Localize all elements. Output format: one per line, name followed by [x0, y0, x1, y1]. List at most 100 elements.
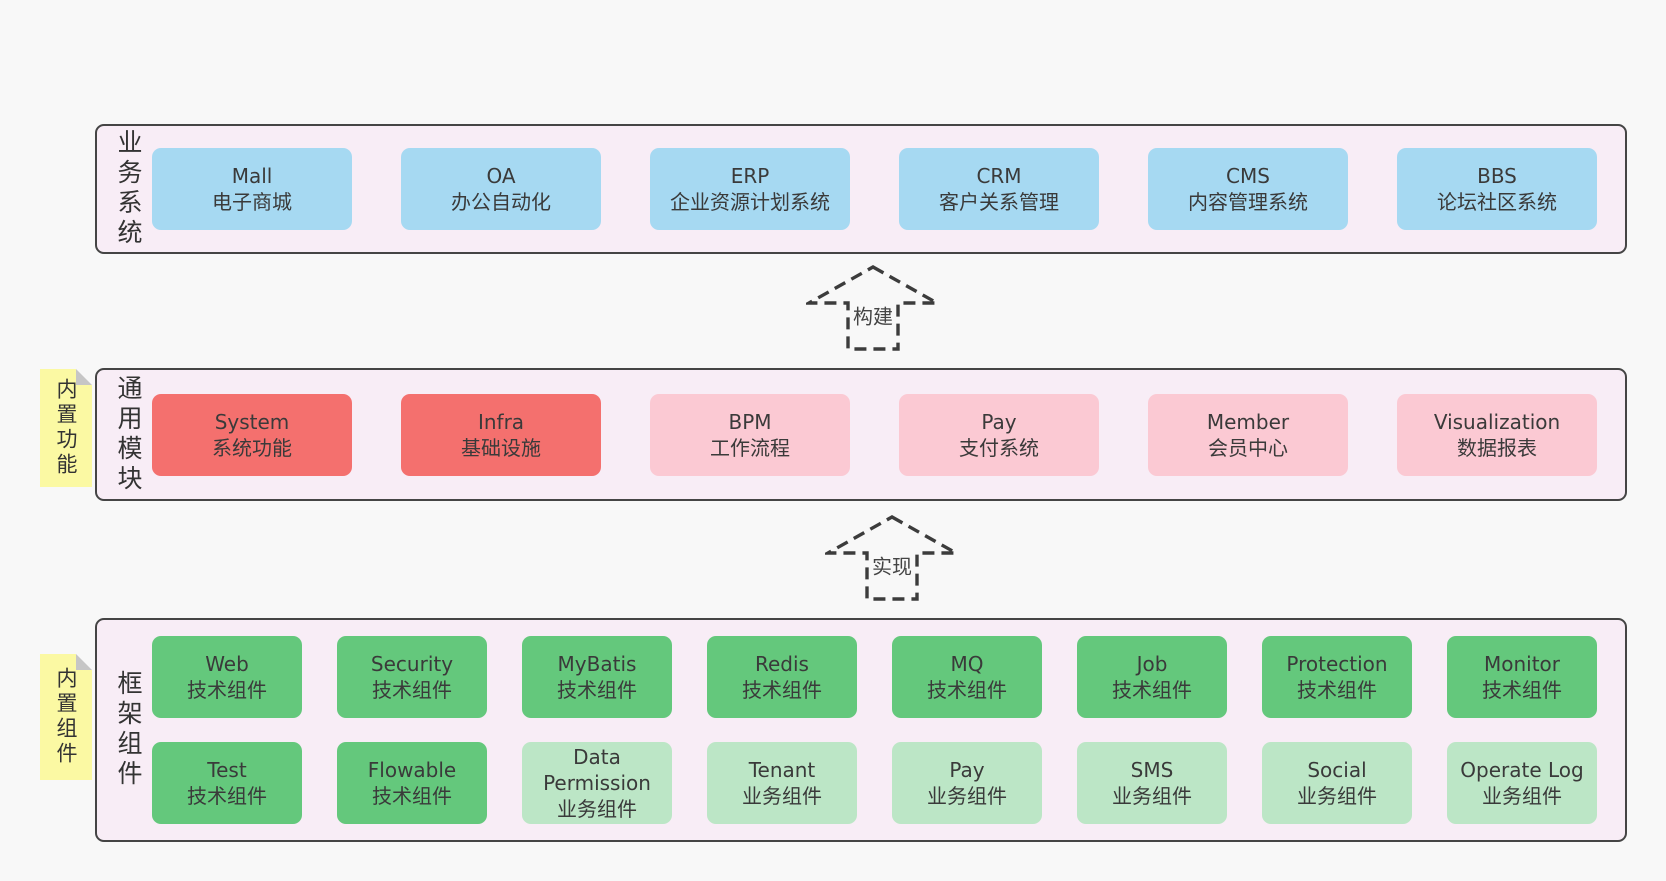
box-crm: CRM 客户关系管理: [899, 148, 1099, 230]
box-subtitle: 基础设施: [461, 435, 541, 460]
box-social: Social 业务组件: [1262, 742, 1412, 824]
box-title: Data Permission: [543, 745, 651, 795]
band-common-modules-content: System 系统功能 Infra 基础设施 BPM 工作流程 Pay 支付系统…: [152, 370, 1597, 499]
box-system: System 系统功能: [152, 393, 352, 476]
box-web: Web 技术组件: [152, 636, 302, 718]
box-title: Pay: [981, 409, 1017, 434]
sticky-note-text: 内置组件: [54, 667, 78, 767]
box-mq: MQ 技术组件: [892, 636, 1042, 718]
box-monitor: Monitor 技术组件: [1447, 636, 1597, 718]
box-bpm: BPM 工作流程: [650, 393, 850, 476]
box-operate-log: Operate Log 业务组件: [1447, 742, 1597, 824]
box-subtitle: 业务组件: [742, 784, 822, 808]
box-title: Monitor: [1483, 652, 1561, 676]
band-business-systems-content: Mall 电子商城 OA 办公自动化 ERP 企业资源计划系统 CRM 客户关系…: [152, 126, 1597, 252]
box-title: Mall: [231, 164, 273, 188]
box-title: SMS: [1130, 758, 1174, 782]
box-title: Flowable: [367, 758, 457, 782]
box-erp: ERP 企业资源计划系统: [650, 148, 850, 230]
box-subtitle: 会员中心: [1208, 435, 1288, 460]
box-title: Member: [1206, 409, 1290, 434]
box-subtitle: 业务组件: [927, 784, 1007, 808]
box-subtitle: 技术组件: [557, 678, 637, 702]
box-subtitle: 技术组件: [372, 784, 452, 808]
box-subtitle: 数据报表: [1457, 435, 1537, 460]
box-subtitle: 业务组件: [1482, 784, 1562, 808]
box-title: CMS: [1226, 164, 1270, 188]
box-job: Job 技术组件: [1077, 636, 1227, 718]
dashed-up-arrow-icon: [806, 265, 940, 351]
box-title: Web: [205, 652, 249, 676]
box-test: Test 技术组件: [152, 742, 302, 824]
box-title: CRM: [976, 164, 1022, 188]
box-security: Security 技术组件: [337, 636, 487, 718]
box-pay-system: Pay 支付系统: [899, 393, 1099, 476]
box-mall: Mall 电子商城: [152, 148, 352, 230]
box-cms: CMS 内容管理系统: [1148, 148, 1348, 230]
box-title: BPM: [728, 409, 772, 434]
box-subtitle: 系统功能: [212, 435, 292, 460]
box-member: Member 会员中心: [1148, 393, 1348, 476]
box-subtitle: 企业资源计划系统: [670, 190, 830, 214]
sticky-note-text: 内置功能: [54, 378, 78, 478]
box-title: Operate Log: [1460, 758, 1584, 782]
box-mybatis: MyBatis 技术组件: [522, 636, 672, 718]
box-subtitle: 办公自动化: [451, 190, 551, 214]
box-title: MQ: [950, 652, 984, 676]
box-title: BBS: [1477, 164, 1517, 188]
box-infra: Infra 基础设施: [401, 393, 601, 476]
dashed-up-arrow-icon: [825, 515, 959, 601]
box-visualization: Visualization 数据报表: [1397, 393, 1597, 476]
box-data-permission: Data Permission 业务组件: [522, 742, 672, 824]
box-subtitle: 业务组件: [557, 797, 637, 821]
box-title: Visualization: [1433, 409, 1561, 434]
box-redis: Redis 技术组件: [707, 636, 857, 718]
arrow-build-label: 构建: [850, 300, 896, 330]
box-title: ERP: [730, 164, 770, 188]
box-pay-component: Pay 业务组件: [892, 742, 1042, 824]
box-subtitle: 技术组件: [187, 784, 267, 808]
band-label-framework-components: 框架组件: [114, 670, 143, 790]
framework-components-row-1: Web 技术组件 Security 技术组件 MyBatis 技术组件 Redi…: [152, 636, 1597, 718]
box-subtitle: 技术组件: [742, 678, 822, 702]
band-common-modules: 通用模块 System 系统功能 Infra 基础设施 BPM 工作流程 Pay…: [95, 368, 1627, 501]
band-business-systems: 业务系统 Mall 电子商城 OA 办公自动化 ERP 企业资源计划系统 CRM…: [95, 124, 1627, 254]
box-subtitle: 技术组件: [372, 678, 452, 702]
box-title: Job: [1136, 652, 1168, 676]
box-subtitle: 技术组件: [1112, 678, 1192, 702]
box-protection: Protection 技术组件: [1262, 636, 1412, 718]
sticky-note-built-in-features: 内置功能: [40, 369, 92, 487]
box-title: Security: [370, 652, 454, 676]
box-subtitle: 论坛社区系统: [1437, 190, 1557, 214]
box-title: Redis: [755, 652, 809, 676]
box-title: Infra: [477, 409, 525, 434]
box-title: OA: [486, 164, 516, 188]
box-subtitle: 工作流程: [710, 435, 790, 460]
box-title: Social: [1307, 758, 1367, 782]
box-subtitle: 技术组件: [1297, 678, 1377, 702]
box-title: Protection: [1286, 652, 1388, 676]
box-subtitle: 业务组件: [1112, 784, 1192, 808]
box-title: Test: [207, 758, 247, 782]
arrow-build: 构建: [806, 264, 940, 352]
box-title: MyBatis: [557, 652, 637, 676]
box-title: Pay: [949, 758, 985, 782]
sticky-note-built-in-components: 内置组件: [40, 654, 92, 780]
band-framework-components: 框架组件 Web 技术组件 Security 技术组件 MyBatis 技术组件…: [95, 618, 1627, 842]
band-framework-components-content: Web 技术组件 Security 技术组件 MyBatis 技术组件 Redi…: [152, 620, 1597, 840]
box-oa: OA 办公自动化: [401, 148, 601, 230]
box-flowable: Flowable 技术组件: [337, 742, 487, 824]
common-modules-row: System 系统功能 Infra 基础设施 BPM 工作流程 Pay 支付系统…: [152, 393, 1597, 476]
business-systems-row: Mall 电子商城 OA 办公自动化 ERP 企业资源计划系统 CRM 客户关系…: [152, 148, 1597, 230]
box-subtitle: 电子商城: [212, 190, 292, 214]
box-subtitle: 业务组件: [1297, 784, 1377, 808]
box-title: System: [214, 409, 290, 434]
box-subtitle: 技术组件: [927, 678, 1007, 702]
arrow-implement: 实现: [825, 514, 959, 602]
box-subtitle: 支付系统: [959, 435, 1039, 460]
framework-components-row-2: Test 技术组件 Flowable 技术组件 Data Permission …: [152, 742, 1597, 824]
band-label-business-systems: 业务系统: [114, 129, 143, 249]
box-title: Tenant: [748, 758, 816, 782]
band-label-common-modules: 通用模块: [114, 374, 143, 495]
